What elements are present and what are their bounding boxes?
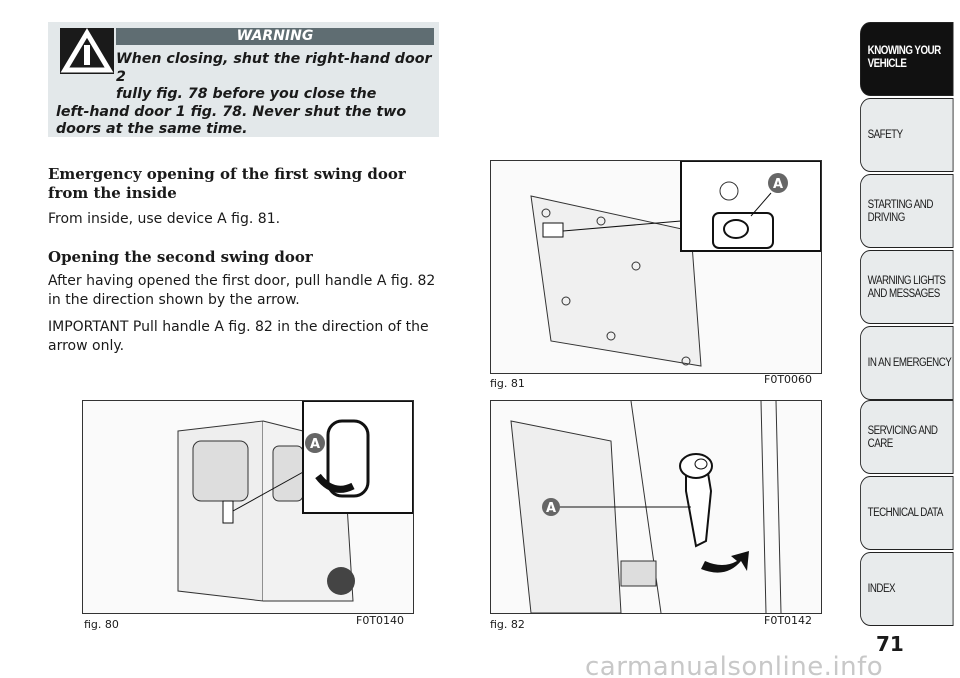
figure-80-image: A — [82, 400, 414, 614]
tab-in-an-emergency[interactable]: IN AN EMERGENCY — [860, 326, 954, 400]
warning-line: doors at the same time. — [56, 121, 248, 137]
figure-82-image: A — [490, 400, 822, 614]
figure-label: fig. 82 — [490, 618, 525, 631]
paragraph: After having opened the first door, pull… — [48, 273, 436, 308]
paragraph: IMPORTANT Pull handle A fig. 82 in the d… — [48, 319, 429, 354]
warning-box: WARNING When closing, shut the right-han… — [48, 22, 439, 137]
warning-line: When closing, shut the right-hand door 2 — [116, 51, 432, 85]
warning-text: When closing, shut the right-hand door 2… — [56, 51, 436, 139]
tab-warning-lights[interactable]: WARNING LIGHTS AND MESSAGES — [860, 250, 954, 324]
warning-title: WARNING — [116, 28, 434, 45]
tab-technical-data[interactable]: TECHNICAL DATA — [860, 476, 954, 550]
figure-label: fig. 81 — [490, 377, 525, 390]
figure-81-image: A — [490, 160, 822, 374]
figure-code: F0T0060 — [764, 373, 813, 386]
watermark: carmanualsonline.info — [585, 652, 884, 678]
section-heading: Opening the second swing door — [48, 248, 313, 266]
tab-knowing-your-vehicle[interactable]: KNOWING YOUR VEHICLE — [860, 22, 954, 96]
tab-servicing-and-care[interactable]: SERVICING AND CARE — [860, 400, 954, 474]
heading-line: from the inside — [48, 184, 177, 202]
tab-starting-and-driving[interactable]: STARTING AND DRIVING — [860, 174, 954, 248]
direction-arrow-icon — [701, 551, 749, 573]
warning-line: left-hand door 1 fig. 78. Never shut the… — [56, 103, 407, 120]
paragraph: From inside, use device A fig. 81. — [48, 211, 281, 227]
callout-a: A — [546, 501, 556, 516]
figure-code: F0T0142 — [764, 614, 813, 627]
figure-code: F0T0140 — [356, 614, 405, 627]
warning-line: fully fig. 78 before you close the — [116, 86, 377, 102]
callout-a: A — [310, 437, 320, 452]
callout-a: A — [773, 177, 783, 192]
tab-index[interactable]: INDEX — [860, 552, 954, 626]
heading-line: Emergency opening of the first swing doo… — [48, 165, 406, 183]
page-number: 71 — [876, 632, 904, 656]
tab-safety[interactable]: SAFETY — [860, 98, 954, 172]
warning-triangle-icon — [60, 28, 114, 74]
figure-label: fig. 80 — [84, 618, 119, 631]
section-heading: Emergency opening of the first swing doo… — [48, 165, 406, 203]
